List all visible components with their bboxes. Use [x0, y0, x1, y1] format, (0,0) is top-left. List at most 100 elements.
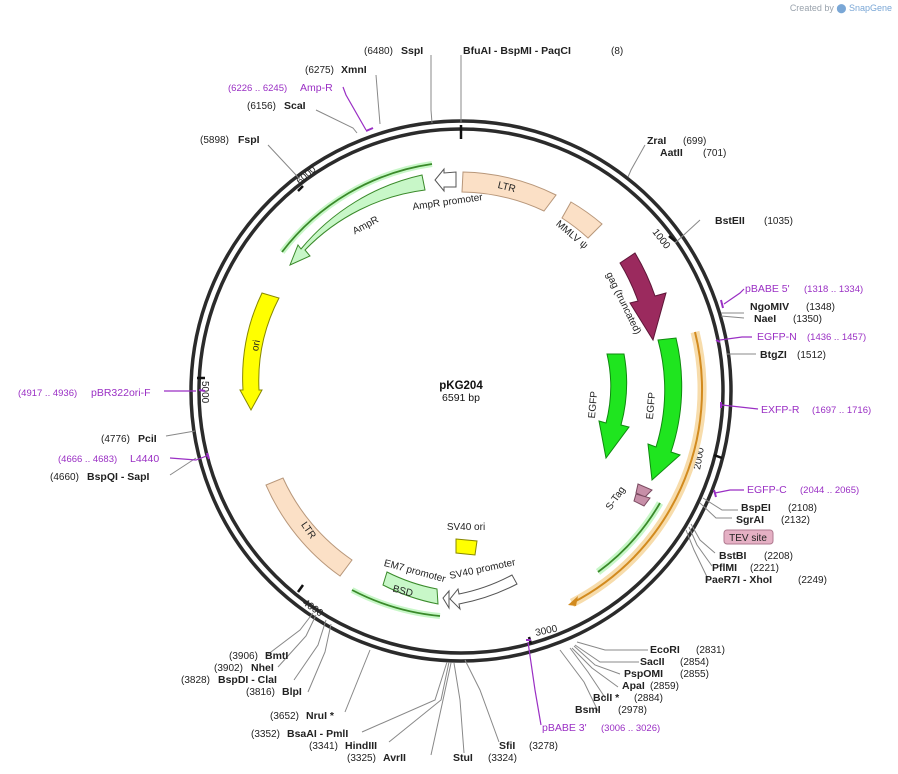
site-name: SfiI	[499, 740, 515, 752]
site-pos: (2108)	[788, 503, 817, 514]
site-pos: (6480)	[364, 46, 393, 57]
site-pos: (3816)	[246, 687, 275, 698]
site-name: BmtI	[265, 650, 288, 662]
primer-range: (3006 .. 3026)	[601, 723, 660, 734]
site-pos: (2208)	[764, 551, 793, 562]
site-name: BstBI	[719, 550, 747, 562]
site-name: PflMI	[712, 562, 737, 574]
ltr-label-top: LTR	[496, 180, 516, 195]
position-ticks	[197, 125, 723, 645]
sites-bottom-right: EcoRI (2831) SacII (2854) PspOMI (2855) …	[575, 644, 725, 716]
primer-range: (2044 .. 2065)	[800, 485, 859, 496]
snapgene-credit: Created by ⬤ SnapGene	[790, 3, 892, 14]
site-leader-lines	[165, 55, 756, 756]
ori-label: ori	[250, 339, 263, 352]
site-pos: (701)	[703, 148, 726, 159]
site-name: BsmI	[575, 704, 601, 716]
site-pos: (3906)	[229, 651, 258, 662]
ampr-promoter-label: AmpR promoter	[412, 192, 484, 213]
site-pos: (1512)	[797, 350, 826, 361]
site-name: BspDI - ClaI	[218, 674, 277, 686]
primer-name: pBABE 3'	[542, 722, 587, 734]
site-name: ScaI	[284, 100, 306, 112]
primer-name: pBR322ori-F	[91, 387, 151, 399]
primer-range: (1318 .. 1334)	[804, 284, 863, 295]
tick-5000: 5000	[199, 381, 210, 404]
primer-marks	[164, 86, 759, 726]
primer-range: (1697 .. 1716)	[812, 405, 871, 416]
site-name: FspI	[238, 134, 260, 146]
site-name: XmnI	[341, 64, 367, 76]
ori-feature: ori	[239, 292, 280, 412]
sv40-ori-feature: SV40 ori	[447, 522, 485, 556]
plasmid-size: 6591 bp	[442, 392, 480, 404]
sites-bottom: (3278) SfiI StuI (3324) (3325) AvrII (33…	[251, 710, 558, 764]
snapgene-logo-icon: ⬤	[836, 3, 847, 13]
site-name: AatII	[660, 147, 683, 159]
sv40-ori-label: SV40 ori	[447, 522, 485, 533]
site-name: BtgZI	[760, 349, 787, 361]
sites-left: (3906) BmtI (3902) NheI (3828) BspDI - C…	[50, 433, 302, 698]
primer-name: L4440	[130, 453, 159, 465]
site-pos: (4776)	[101, 434, 130, 445]
site-name: BstEII	[715, 215, 745, 227]
site-pos: (2978)	[618, 705, 647, 716]
site-name: ApaI	[622, 680, 645, 692]
site-name: ZraI	[647, 135, 666, 147]
site-pos: (2884)	[634, 693, 663, 704]
site-pos: (3902)	[214, 663, 243, 674]
site-pos: (6275)	[305, 65, 334, 76]
site-pos: (3828)	[181, 675, 210, 686]
site-name: BlpI	[282, 686, 302, 698]
site-name: BclI *	[593, 692, 620, 704]
site-name: PspOMI	[624, 668, 663, 680]
sv40-promoter-feature: SV40 promoter	[448, 557, 518, 611]
site-pos: (1350)	[793, 314, 822, 325]
site-pos: (2854)	[680, 657, 709, 668]
site-name: PaeR7I - XhoI	[705, 574, 772, 586]
site-name: EcoRI	[650, 644, 680, 656]
tev-site-label: TEV site	[723, 529, 774, 545]
ltr-feature-bottom: LTR	[265, 477, 353, 577]
site-name: PciI	[138, 433, 157, 445]
site-name: NruI *	[306, 710, 335, 722]
primer-range: (6226 .. 6245)	[228, 83, 287, 94]
s-tag-label: S-Tag	[604, 485, 628, 513]
site-pos: (3324)	[488, 753, 517, 764]
green-orf-arc-right	[595, 501, 664, 575]
primer-name: pBABE 5'	[745, 283, 790, 295]
site-pos: (2132)	[781, 515, 810, 526]
egfp-label-outer: EGFP	[645, 391, 658, 419]
site-pos: (2221)	[750, 563, 779, 574]
site-name: BfuAI - BspMI - PaqCI	[463, 45, 571, 57]
site-name: BspQI - SapI	[87, 471, 150, 483]
egfp-feature-outer: EGFP	[645, 337, 683, 482]
ampr-label: AmpR	[351, 214, 381, 237]
primer-range: (4666 .. 4683)	[58, 454, 117, 465]
site-pos: (2831)	[696, 645, 725, 656]
orange-orf-arc	[568, 330, 707, 607]
gag-feature: gag (truncated)	[603, 252, 667, 342]
s-tag-feature: S-Tag	[604, 483, 653, 513]
site-name: HindIII	[345, 740, 377, 752]
ltr-feature-top: LTR	[461, 171, 557, 212]
site-name: NgoMIV	[750, 301, 789, 313]
site-name: SspI	[401, 45, 423, 57]
site-name: NaeI	[754, 313, 776, 325]
site-name: SacII	[640, 656, 665, 668]
sites-top: (6480) SspI BfuAI - BspMI - PaqCI (8) (6…	[200, 45, 623, 146]
primer-labels: (6226 .. 6245) Amp-R pBABE 5' (1318 .. 1…	[18, 82, 871, 734]
tick-6000: 6000	[295, 164, 319, 187]
tev-site-text: TEV site	[729, 533, 767, 544]
site-pos: (8)	[611, 46, 623, 57]
primer-name: Amp-R	[300, 82, 333, 94]
site-pos: (699)	[683, 136, 706, 147]
site-pos: (3278)	[529, 741, 558, 752]
site-name: SgrAI	[736, 514, 764, 526]
site-pos: (6156)	[247, 101, 276, 112]
credit-brand: SnapGene	[848, 3, 892, 13]
site-name: NheI	[251, 662, 274, 674]
primer-name: EGFP-C	[747, 484, 787, 496]
site-pos: (3325)	[347, 753, 376, 764]
